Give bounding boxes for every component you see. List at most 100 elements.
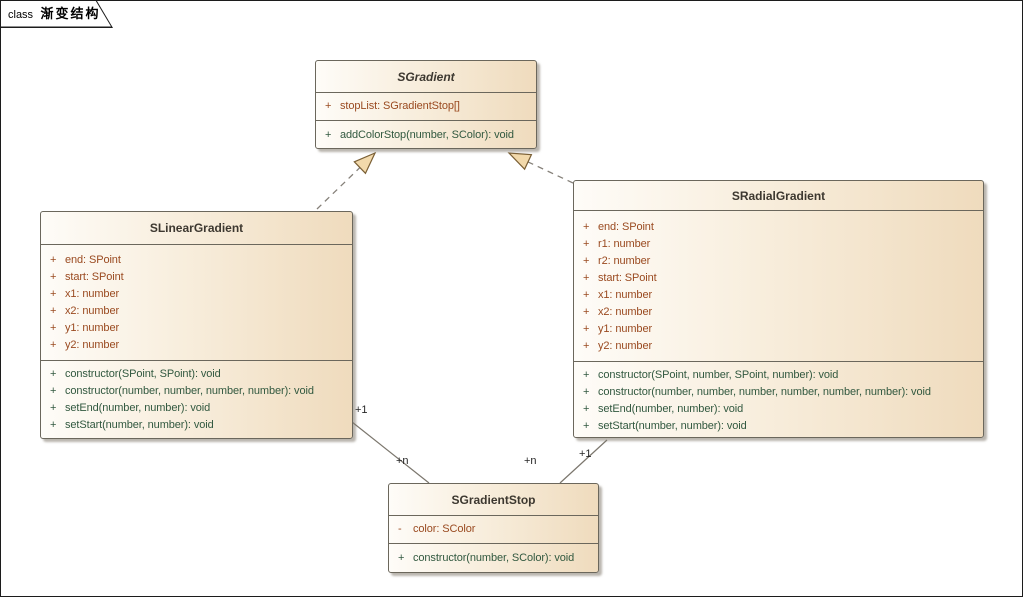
diagram-type-label: class [8,9,34,21]
operation-text: setEnd(number, number): void [65,402,211,414]
operation-row: + setEnd(number, number): void [574,401,983,418]
frame-tab-text: class 渐变结构 [8,1,101,26]
attribute-row: + r1: number [574,236,983,253]
attribute-row: + y1: number [41,320,352,337]
attribute-text: x2: number [598,306,653,318]
visibility: + [50,385,57,397]
diagram-title: 渐变结构 [40,6,101,21]
attribute-text: y1: number [65,322,120,334]
attribute-row: + stopList: SGradientStop[] [316,98,536,115]
frame-tab-fill [1,1,111,27]
attribute-row: + x1: number [41,286,352,303]
operations-compartment: + constructor(number, SColor): void [389,544,598,572]
operation-text: setStart(number, number): void [65,419,214,431]
attributes-compartment: - color: SColor [389,516,598,544]
attribute-row: + r2: number [574,253,983,270]
operation-text: constructor(number, number, number, numb… [598,386,931,398]
visibility: + [50,271,57,283]
attribute-row: + end: SPoint [574,219,983,236]
class-name: SLinearGradient [41,212,352,245]
operation-row: + setEnd(number, number): void [41,400,352,417]
attribute-text: stopList: SGradientStop[] [340,100,460,112]
visibility: + [583,255,590,267]
association-sradial-to-sgradientstop[interactable] [559,439,608,484]
visibility: + [583,289,590,301]
attribute-text: color: SColor [413,523,476,535]
visibility: + [50,254,57,266]
visibility: + [50,339,57,351]
attribute-text: x1: number [65,288,120,300]
attributes-compartment: + stopList: SGradientStop[] [316,93,536,121]
attribute-text: r2: number [598,255,651,267]
operation-row: + constructor(number, number, number, nu… [41,383,352,400]
multiplicity-label-radial-target: +n [524,455,537,467]
attribute-row: + y2: number [574,338,983,355]
attribute-text: x2: number [65,305,120,317]
visibility: + [50,322,57,334]
visibility: + [50,288,57,300]
operation-text: addColorStop(number, SColor): void [340,128,514,141]
visibility: + [583,221,590,233]
operation-text: constructor(SPoint, number, SPoint, numb… [598,369,839,381]
attribute-text: y2: number [598,340,653,352]
attribute-row: + y1: number [574,321,983,338]
attribute-row: + y2: number [41,337,352,354]
association-slinear-to-sgradientstop[interactable] [351,421,430,484]
class-box-sradialgradient[interactable]: SRadialGradient + end: SPoint + r1: numb… [573,180,984,438]
class-name: SGradient [316,61,536,93]
visibility: + [50,402,57,414]
operation-text: setStart(number, number): void [598,420,747,432]
realization-slinear-to-sgradient[interactable] [316,151,377,210]
attribute-text: y2: number [65,339,120,351]
realization-sradial-to-sgradient[interactable] [507,152,574,184]
attribute-text: end: SPoint [598,221,654,233]
visibility: + [583,420,590,432]
operations-compartment: + constructor(SPoint, number, SPoint, nu… [574,362,983,438]
multiplicity-label-linear-source: +1 [355,404,368,416]
diagram-frame-tab: class 渐变结构 [1,1,113,28]
attribute-row: + x2: number [574,304,983,321]
operation-text: constructor(SPoint, SPoint): void [65,368,221,380]
attribute-text: y1: number [598,323,653,335]
operation-row: + setStart(number, number): void [574,418,983,435]
visibility: + [583,238,590,250]
visibility: + [583,369,590,381]
visibility: + [325,128,332,141]
attribute-text: end: SPoint [65,254,121,266]
operation-row: + constructor(number, SColor): void [389,550,598,567]
operations-compartment: + addColorStop(number, SColor): void [316,121,536,149]
operation-row: + setStart(number, number): void [41,417,352,434]
class-box-slineargradient[interactable]: SLinearGradient + end: SPoint + start: S… [40,211,353,439]
operation-row: + addColorStop(number, SColor): void [316,127,536,144]
visibility: + [583,340,590,352]
visibility: + [325,100,332,112]
attribute-row: + x2: number [41,303,352,320]
attributes-compartment: + end: SPoint + start: SPoint + x1: numb… [41,245,352,361]
operation-text: constructor(number, number, number, numb… [65,385,314,397]
multiplicity-label-linear-target: +n [396,455,409,467]
operation-row: + constructor(SPoint, number, SPoint, nu… [574,367,983,384]
visibility: + [50,368,57,380]
attribute-row: + end: SPoint [41,252,352,269]
visibility: + [50,305,57,317]
attribute-text: start: SPoint [598,272,657,284]
visibility: + [50,419,57,431]
operation-row: + constructor(SPoint, SPoint): void [41,366,352,383]
class-box-sgradient[interactable]: SGradient + stopList: SGradientStop[] + … [315,60,537,149]
visibility: + [583,306,590,318]
attribute-row: - color: SColor [389,521,598,538]
operation-text: constructor(number, SColor): void [413,551,575,564]
attribute-row: + start: SPoint [41,269,352,286]
attribute-row: + x1: number [574,287,983,304]
operations-compartment: + constructor(SPoint, SPoint): void + co… [41,361,352,437]
attribute-text: start: SPoint [65,271,124,283]
class-name: SRadialGradient [574,181,983,211]
class-name: SGradientStop [389,484,598,516]
visibility: + [583,323,590,335]
visibility: + [583,386,590,398]
operation-row: + constructor(number, number, number, nu… [574,384,983,401]
visibility: + [398,551,405,564]
visibility: + [583,403,590,415]
class-box-sgradientstop[interactable]: SGradientStop - color: SColor + construc… [388,483,599,573]
